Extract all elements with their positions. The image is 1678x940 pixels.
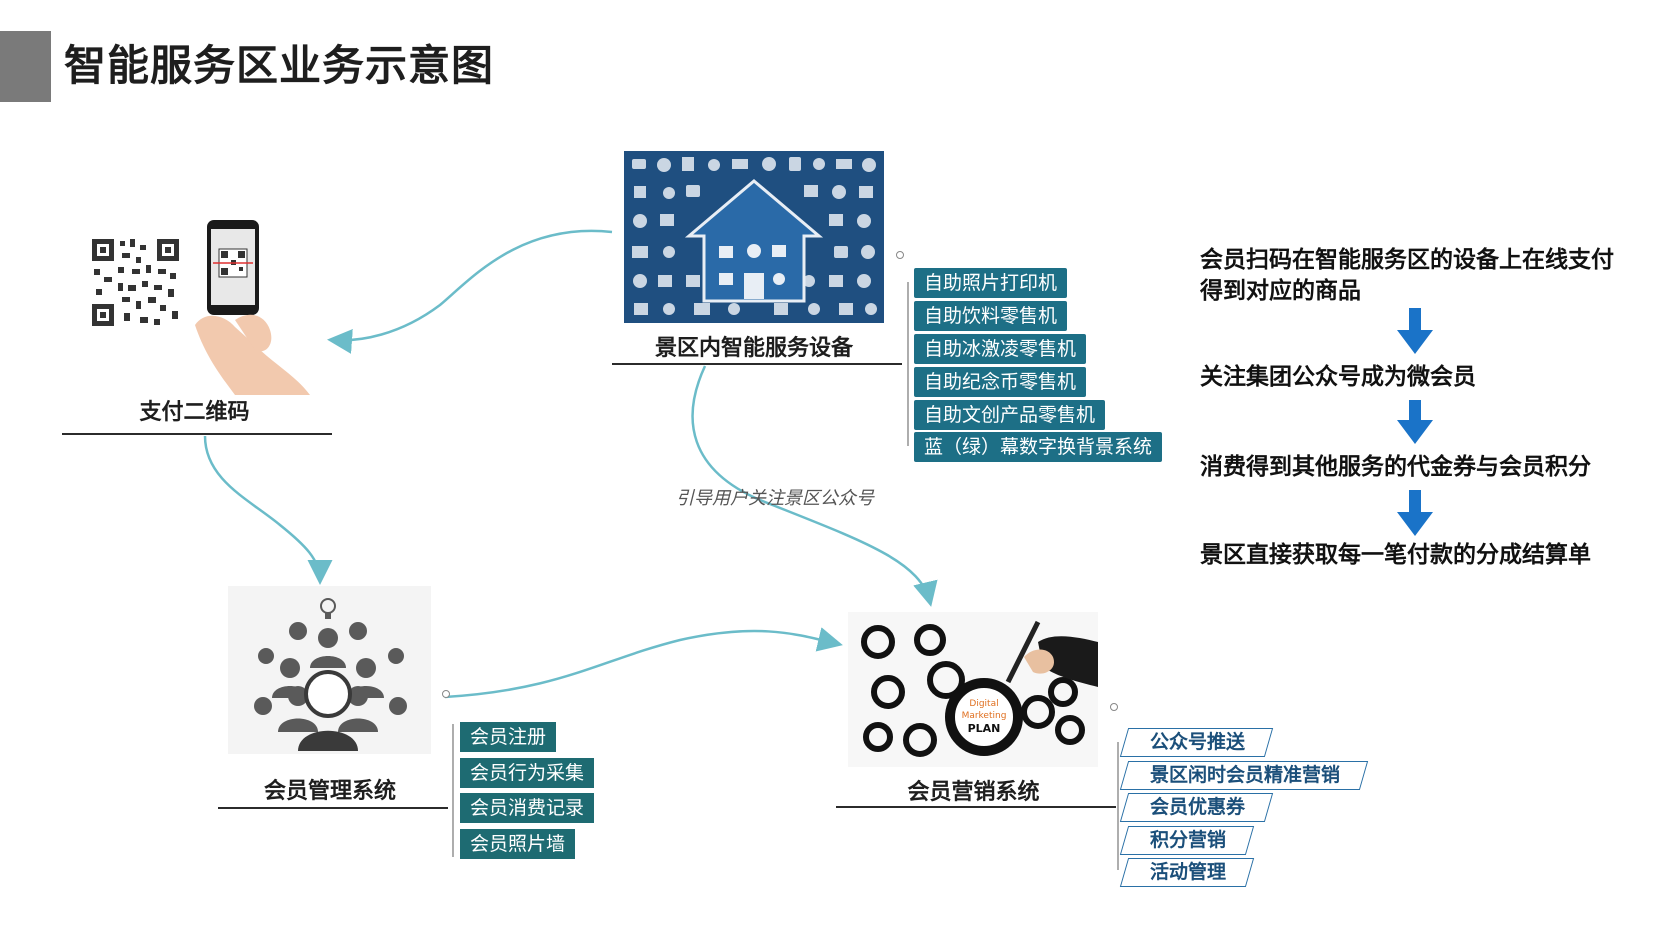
- title-accent-bar: [0, 31, 51, 102]
- marketing-item-label: 公众号推送: [1150, 731, 1246, 753]
- marketing-item: 活动管理: [1119, 858, 1255, 887]
- flow-step-2: 关注集团公众号成为微会员: [1200, 364, 1476, 390]
- marketing-item: 公众号推送: [1119, 728, 1274, 757]
- member-mgmt-item: 会员照片墙: [460, 829, 576, 859]
- devices-item: 蓝（绿）幕数字换背景系统: [914, 432, 1163, 462]
- marketing-plan-image: Digital Marketing PLAN: [848, 612, 1098, 767]
- devices-item: 自助照片打印机: [914, 268, 1068, 298]
- marketing-item-label: 景区闲时会员精准营销: [1150, 764, 1341, 786]
- devices-item: 自助文创产品零售机: [914, 400, 1106, 430]
- devices-node-label: 景区内智能服务设备: [654, 336, 853, 361]
- member-mgmt-item: 会员消费记录: [460, 793, 595, 823]
- qrcode-node-underline: [62, 433, 332, 435]
- member-mgmt-node-underline: [218, 807, 448, 809]
- member-mgmt-node-label: 会员管理系统: [263, 779, 396, 804]
- marketing-node-label: 会员营销系统: [907, 780, 1040, 805]
- flow-step-4: 景区直接获取每一笔付款的分成结算单: [1200, 542, 1591, 568]
- flow-step-1: 会员扫码在智能服务区的设备上在线支付得到对应的商品: [1200, 247, 1614, 304]
- collapse-dot: [1110, 703, 1118, 711]
- devices-item: 自助冰激凌零售机: [914, 334, 1087, 364]
- marketing-item: 景区闲时会员精准营销: [1119, 761, 1369, 790]
- marketing-item: 会员优惠券: [1119, 793, 1274, 822]
- gears-plan-graphic: Digital Marketing PLAN: [861, 620, 1098, 757]
- marketing-node-underline: [836, 806, 1116, 808]
- plan-text-line3: PLAN: [968, 722, 1001, 735]
- edge-label-follow-account: 引导用户关注景区公众号: [676, 488, 874, 509]
- member-mgmt-item: 会员行为采集: [460, 758, 595, 788]
- devices-icon-collage: [632, 157, 877, 315]
- devices-node-underline: [612, 363, 902, 365]
- marketing-item: 积分营销: [1119, 826, 1255, 855]
- connector-qrcode-to-member: [203, 435, 333, 585]
- page-title: 智能服务区业务示意图: [64, 41, 495, 90]
- devices-item: 自助饮料零售机: [914, 301, 1068, 331]
- qrcode-node-label: 支付二维码: [139, 400, 250, 425]
- marketing-item-label: 会员优惠券: [1150, 796, 1246, 818]
- connector-devices-to-qrcode: [327, 229, 613, 354]
- marketing-item-label: 积分营销: [1150, 829, 1227, 851]
- phone-in-hand-image: [195, 215, 310, 395]
- connector-member-to-marketing: [444, 627, 843, 699]
- smart-devices-image: [624, 151, 884, 323]
- marketing-item-label: 活动管理: [1150, 861, 1227, 883]
- qr-code-image: [88, 235, 183, 330]
- flow-step-3: 消费得到其他服务的代金券与会员积分: [1200, 454, 1591, 480]
- collapse-dot: [896, 251, 904, 259]
- plan-text-line1: Digital: [969, 699, 998, 709]
- people-gears-graphic: [254, 598, 407, 751]
- devices-item: 自助纪念币零售机: [914, 367, 1087, 397]
- collapse-dot: [442, 690, 450, 698]
- phone-hand-graphic: [195, 220, 310, 395]
- qr-code-graphic: [88, 235, 183, 330]
- member-mgmt-item: 会员注册: [460, 722, 557, 752]
- member-management-image: [228, 586, 431, 754]
- connector-devices-to-marketing: [691, 365, 938, 607]
- plan-text-line2: Marketing: [962, 711, 1007, 721]
